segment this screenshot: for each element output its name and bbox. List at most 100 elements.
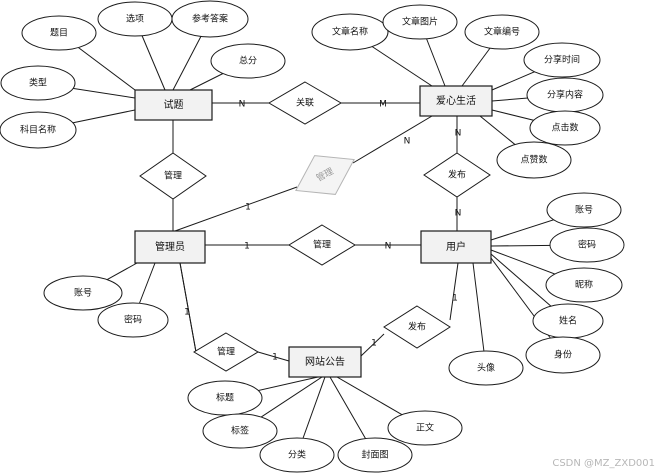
relationship-edge [179, 262, 197, 353]
attribute-label: 账号 [575, 205, 593, 216]
relationship-diamond [139, 152, 207, 200]
entity-life: 爱心生活 [419, 85, 493, 117]
relationship-edge [360, 333, 385, 357]
watermark: CSDN @MZ_ZXD001 [552, 458, 655, 469]
attribute-user-2: 昵称 [545, 267, 623, 303]
cardinality-label: 1 [371, 339, 377, 349]
attribute-ellipse [545, 267, 623, 303]
attribute-label: 分享内容 [547, 89, 583, 101]
attribute-notice-0: 标题 [187, 380, 263, 416]
attribute-label: 标签 [231, 425, 249, 437]
relationship-diamond [423, 152, 491, 198]
entity-box [420, 230, 492, 264]
attribute-ellipse [546, 192, 622, 228]
attribute-notice-1: 标签 [202, 413, 278, 449]
entity-box [288, 346, 362, 378]
relationship-diamond [295, 155, 355, 195]
attribute-question-1: 选项 [97, 1, 173, 37]
cardinality-label: N [385, 242, 392, 252]
attribute-ellipse [43, 275, 123, 311]
relationship-edge [257, 351, 290, 362]
attribute-label: 文章图片 [402, 16, 438, 28]
attribute-ellipse [202, 413, 278, 449]
attribute-life-1: 文章图片 [382, 4, 458, 40]
attribute-label: 密码 [578, 239, 596, 251]
attribute-user-5: 头像 [448, 350, 524, 386]
attribute-admin-1: 密码 [97, 302, 169, 338]
attribute-notice-3: 封面图 [337, 437, 413, 473]
cardinality-label: 1 [272, 353, 278, 363]
relationship-label: 管理 [164, 170, 182, 182]
cardinality-label: 1 [184, 308, 190, 318]
cardinality-label: N [404, 137, 411, 147]
entity-label: 网站公告 [305, 355, 345, 368]
attribute-label: 标题 [216, 392, 234, 404]
attribute-label: 类型 [29, 77, 47, 89]
relationship-edge [352, 115, 433, 164]
attribute-life-2: 文章编号 [464, 14, 540, 50]
relationship-diamond [288, 224, 356, 266]
cardinality-label: N [455, 209, 462, 219]
relationship-label: 管理 [217, 346, 235, 358]
relationship-user-notice: 发布 [383, 305, 451, 349]
attribute-ellipse [0, 65, 76, 101]
attribute-ellipse [171, 0, 249, 38]
attribute-notice-2: 分类 [259, 437, 335, 473]
attribute-life-0: 文章名称 [311, 13, 389, 51]
attribute-life-4: 分享内容 [526, 77, 604, 113]
attribute-admin-0: 账号 [43, 275, 123, 311]
attribute-ellipse [0, 111, 77, 149]
entity-question: 试题 [134, 89, 213, 121]
entity-notice: 网站公告 [288, 346, 362, 378]
attribute-question-3: 总分 [210, 43, 286, 79]
attribute-ellipse [529, 110, 601, 146]
cardinality-label: M [379, 100, 387, 110]
attribute-question-4: 类型 [0, 65, 76, 101]
attribute-life-6: 点赞数 [496, 141, 572, 179]
relationship-user-life: 发布 [423, 152, 491, 198]
attribute-edge [472, 262, 487, 369]
attribute-label: 点击数 [551, 122, 578, 134]
attribute-label: 题目 [50, 28, 68, 39]
relationship-admin-life: 管理 [295, 155, 355, 195]
attribute-label: 总分 [239, 55, 257, 67]
attribute-question-0: 题目 [21, 15, 97, 51]
attribute-ellipse [97, 302, 169, 338]
entity-label: 用户 [446, 240, 466, 253]
attribute-label: 分类 [288, 449, 306, 461]
attribute-question-5: 科目名称 [0, 111, 77, 149]
attribute-ellipse [387, 410, 463, 446]
entity-box [134, 89, 213, 121]
entity-label: 管理员 [155, 240, 185, 253]
relationship-admin-question: 管理 [139, 152, 207, 200]
attribute-ellipse [496, 141, 572, 179]
attribute-ellipse [259, 437, 335, 473]
relationship-diamond [193, 332, 259, 372]
relationship-diamond [383, 305, 451, 349]
attribute-label: 选项 [126, 13, 144, 25]
attribute-user-3: 姓名 [532, 303, 604, 339]
attribute-label: 参考答案 [192, 13, 228, 25]
relationship-admin-user: 管理 [288, 224, 356, 266]
relationship-label: 管理 [313, 239, 331, 251]
relationship-label: 发布 [448, 169, 466, 181]
relationship-edge [449, 262, 459, 321]
attribute-ellipse [337, 437, 413, 473]
attribute-ellipse [21, 15, 97, 51]
attribute-label: 账号 [74, 288, 92, 299]
relationship-label: 关联 [296, 97, 314, 109]
cardinality-label: N [455, 129, 462, 139]
cardinality-label: 1 [452, 294, 458, 304]
attribute-label: 点赞数 [520, 154, 547, 166]
attribute-label: 正文 [416, 422, 434, 434]
attribute-user-4: 身份 [525, 336, 601, 374]
relationship-admin-notice: 管理 [193, 332, 259, 372]
cardinality-label: 1 [244, 242, 250, 252]
attribute-label: 文章名称 [332, 26, 368, 38]
attribute-ellipse [210, 43, 286, 79]
relationship-label: 发布 [408, 321, 426, 333]
relationship-question-life: 关联 [268, 81, 342, 125]
attribute-label: 身份 [554, 349, 572, 361]
attribute-ellipse [311, 13, 389, 51]
